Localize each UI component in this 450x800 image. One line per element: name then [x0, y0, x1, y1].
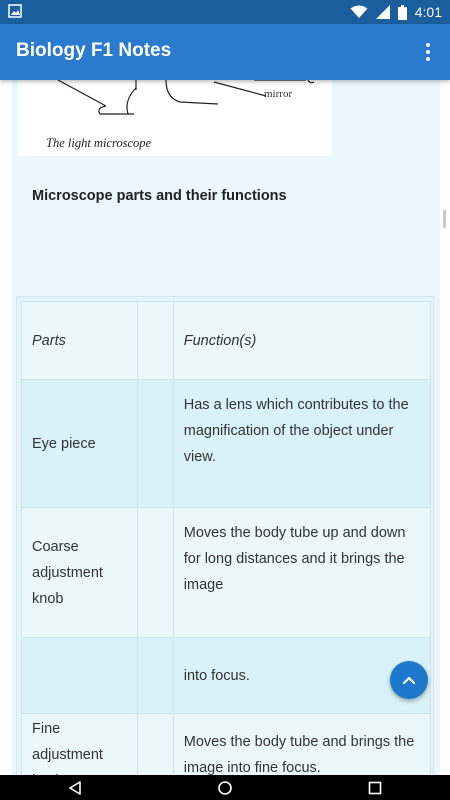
microscope-drawing — [57, 80, 315, 115]
chevron-up-icon — [402, 676, 416, 685]
back-icon[interactable] — [67, 780, 83, 796]
spacer-cell — [136, 713, 174, 775]
spacer-cell — [136, 507, 174, 638]
figure-label-mirror: mirror — [264, 88, 293, 100]
recents-icon[interactable] — [367, 780, 383, 796]
signal-icon — [375, 5, 390, 19]
function-cell: into focus. — [172, 637, 432, 714]
function-cell: Has a lens which contributes to the magn… — [172, 379, 432, 508]
header-spacer — [136, 301, 174, 380]
part-cell — [21, 637, 138, 714]
content-area[interactable]: mirror The light microscope Microscope p… — [0, 80, 450, 775]
battery-icon — [397, 4, 407, 20]
table-header-row: Parts Function(s) — [21, 301, 432, 380]
scrollbar-thumb[interactable] — [443, 210, 446, 228]
part-cell: Coarse adjustment knob — [21, 507, 138, 638]
table-row: into focus. — [21, 637, 432, 714]
part-cell: Fine adjustment knob — [21, 713, 138, 775]
header-functions: Function(s) — [172, 301, 432, 380]
scroll-top-button[interactable] — [390, 661, 428, 699]
status-bar: 4:01 — [0, 0, 450, 24]
status-time: 4:01 — [414, 4, 442, 20]
wifi-icon — [350, 5, 368, 18]
spacer-cell — [136, 637, 174, 714]
section-heading: Microscope parts and their functions — [32, 188, 287, 204]
app-title: Biology F1 Notes — [16, 40, 172, 61]
app-bar: Biology F1 Notes — [0, 24, 450, 80]
figure-caption: The light microscope — [46, 136, 152, 150]
table-row: Fine adjustment knob Moves the body tube… — [21, 713, 432, 775]
more-vert-icon[interactable] — [416, 38, 440, 66]
figure-caption-area — [18, 116, 332, 156]
header-parts: Parts — [21, 301, 138, 380]
home-icon[interactable] — [217, 780, 233, 796]
spacer-cell — [136, 379, 174, 508]
image-notification-icon — [8, 4, 22, 18]
function-cell: Moves the body tube up and down for long… — [172, 507, 432, 638]
note-panel: mirror The light microscope Microscope p… — [12, 80, 440, 775]
nav-bar — [0, 775, 450, 800]
part-cell: Eye piece — [21, 379, 138, 508]
parts-table: Parts Function(s) Eye piece Has a lens w… — [16, 296, 434, 775]
function-cell: Moves the body tube and brings the image… — [172, 713, 432, 775]
table-row: Coarse adjustment knob Moves the body tu… — [21, 507, 432, 638]
table-row: Eye piece Has a lens which contributes t… — [21, 379, 432, 508]
